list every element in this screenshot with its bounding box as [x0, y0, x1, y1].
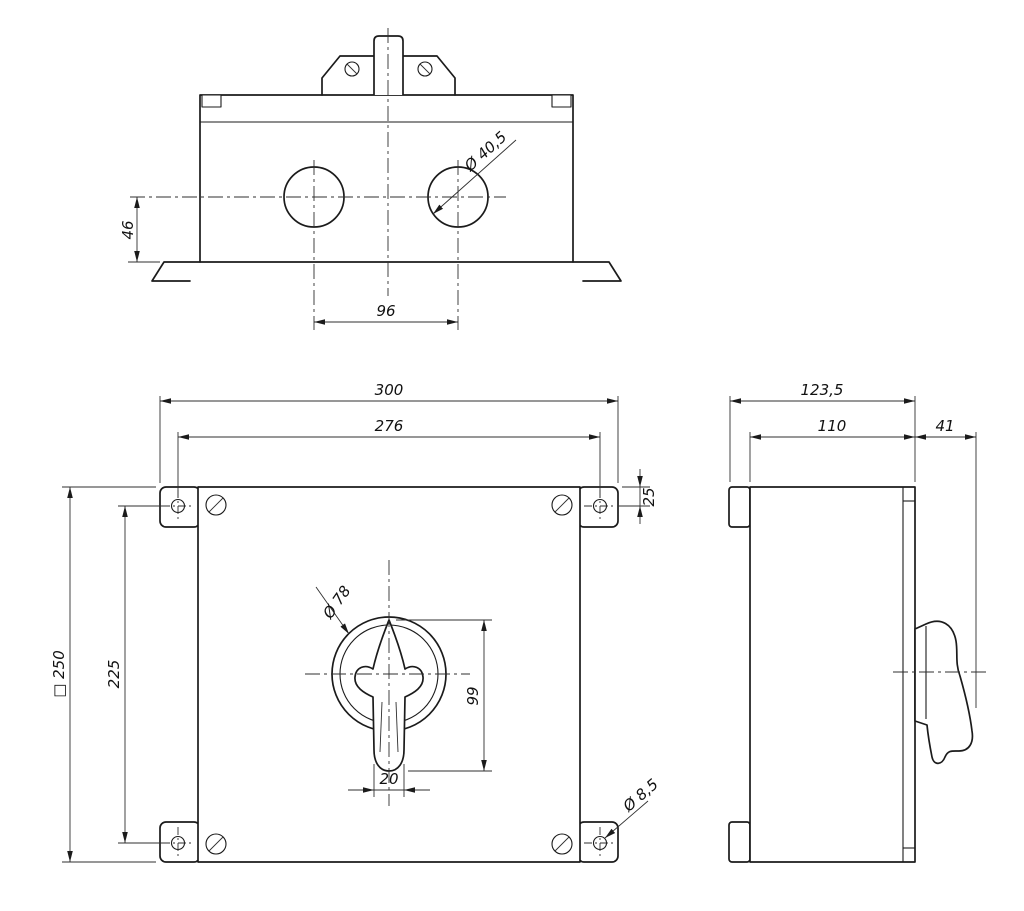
shaft-cylinder [373, 35, 404, 95]
dim-overall-width: 300 [375, 381, 404, 399]
side-view-geometry [728, 486, 974, 863]
dim-mounting-hole-diameter: Ø 8,5 [619, 775, 662, 816]
dim-body-depth: 110 [818, 417, 847, 435]
mounting-foot-right [572, 261, 622, 282]
dim-handle-protrusion: 41 [935, 417, 954, 435]
dim-body-square: □ 250 [50, 650, 68, 698]
dim-top-offset: 25 [640, 487, 658, 506]
dim-overall-depth: 123,5 [801, 381, 844, 399]
side-flange-top [728, 486, 751, 528]
top-view: 46 96 Ø 40,5 [119, 28, 622, 330]
corner-detail-left [201, 94, 222, 108]
side-flange-bottom [728, 821, 751, 863]
corner-detail-right [551, 94, 572, 108]
enclosure-side-outline [749, 486, 916, 863]
dim-handle-width: 20 [379, 770, 398, 788]
dim-mounting-span-v: 225 [105, 660, 123, 689]
mounting-foot-left [151, 261, 201, 282]
top-view-geometry [151, 35, 622, 282]
dim-hole-spacing: 96 [376, 302, 395, 320]
dim-center-to-edge: 46 [119, 220, 137, 239]
side-view: 123,5 110 41 [728, 381, 990, 863]
front-view: 300 276 □ 250 225 25 Ø 78 [50, 381, 662, 863]
enclosure-top-outline [199, 94, 574, 263]
knob-handle-side [914, 620, 974, 765]
dim-handle-length: 99 [464, 686, 482, 705]
side-view-dimensions: 123,5 110 41 [729, 381, 977, 708]
dim-mounting-span-h: 276 [375, 417, 404, 435]
top-view-centerlines [130, 28, 506, 330]
